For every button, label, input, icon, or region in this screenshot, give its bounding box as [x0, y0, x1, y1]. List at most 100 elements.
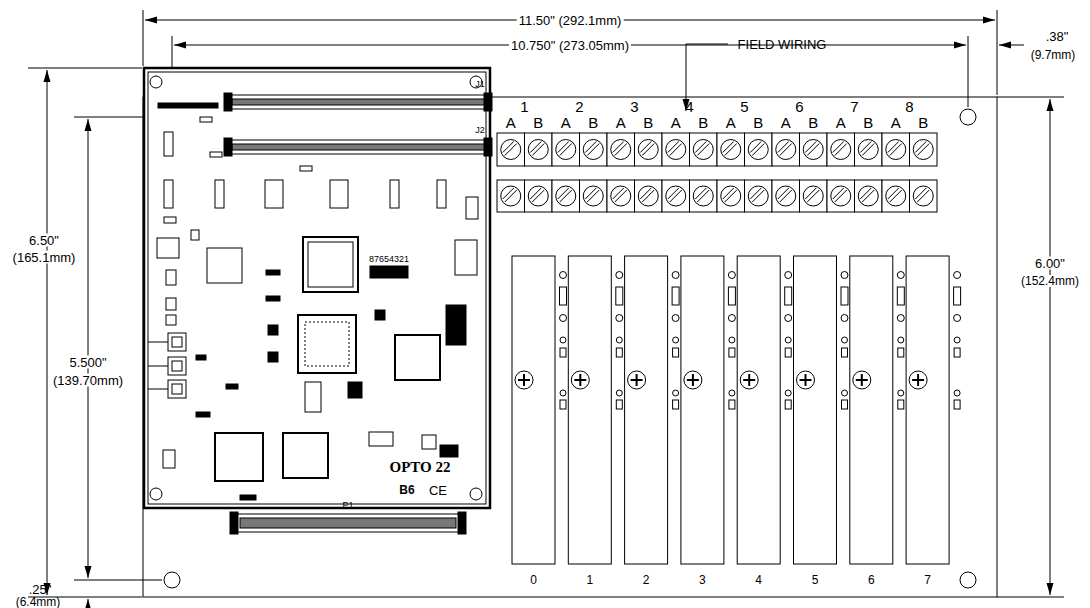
terminal-cell [800, 133, 828, 166]
screw-slot [587, 190, 599, 202]
led-hole [560, 400, 566, 409]
terminal-cell [635, 133, 663, 166]
led-hole [841, 272, 848, 279]
brand-label: OPTO 22 [390, 460, 451, 475]
screw-slot [530, 142, 541, 153]
screw-cross [748, 374, 750, 386]
screw-slot [778, 188, 789, 199]
screw-slot [670, 190, 682, 202]
screw-slot [697, 190, 709, 202]
fuse-slot [785, 287, 792, 305]
terminal-label: B [698, 115, 708, 130]
terminal-block [497, 133, 937, 212]
screw-slot [917, 144, 929, 156]
screw-cross [579, 374, 581, 386]
terminal-cell [827, 180, 855, 212]
led-hole [616, 400, 622, 409]
fuse-slot [672, 287, 679, 305]
terminal-screw [501, 186, 521, 206]
fuse-slot [560, 287, 567, 305]
screw-slot [805, 188, 816, 199]
terminal-cell [855, 180, 883, 212]
terminal-cell [690, 133, 718, 166]
screw-slot [585, 188, 596, 199]
screw-cross [636, 374, 638, 386]
terminal-label: B [863, 115, 873, 130]
terminal-screw [556, 140, 576, 160]
module-screw [515, 371, 533, 389]
dimension-lines [28, 10, 1064, 607]
terminal-screw [776, 140, 796, 160]
dimension-label: 10.750" (273.05mm) [509, 39, 631, 52]
led-hole [785, 337, 791, 343]
module-body [794, 256, 837, 564]
screw-cross [917, 374, 919, 386]
led-hole [560, 390, 566, 396]
fuse-slot [728, 287, 735, 305]
led-hole [560, 272, 567, 279]
terminal-cell [882, 133, 910, 166]
screw-slot [915, 142, 926, 153]
led-hole [842, 337, 848, 343]
led-hole [673, 337, 679, 343]
led-hole [898, 337, 904, 343]
led-hole [673, 400, 679, 409]
terminal-cell [580, 180, 608, 212]
screw-slot [750, 142, 761, 153]
screw-slot [862, 144, 874, 156]
screw-slot [532, 144, 544, 156]
dimension-label: 5.500" [67, 356, 108, 369]
led-hole [560, 337, 566, 343]
fuse-slot [841, 287, 848, 305]
terminal-cell [552, 133, 580, 166]
led-hole [954, 315, 961, 322]
terminal-screw [666, 186, 686, 206]
screw-slot [558, 188, 569, 199]
module-body [906, 256, 949, 564]
terminal-screw [776, 186, 796, 206]
terminal-cell [497, 180, 525, 212]
module-number: 1 [586, 574, 593, 586]
led-hole [560, 348, 566, 357]
led-hole [672, 315, 679, 322]
module-number: 7 [924, 574, 931, 586]
module-body [737, 256, 780, 564]
module-number: 5 [812, 574, 819, 586]
module-screw [740, 371, 758, 389]
screw-slot [532, 190, 544, 202]
channel-number: 5 [740, 99, 748, 114]
screw-slot [750, 188, 761, 199]
led-hole [673, 348, 679, 357]
dimension-label: .38" [1046, 30, 1069, 43]
dimension-label: 6.50" [27, 234, 61, 247]
screw-slot [613, 142, 624, 153]
dimension-label: .25" [29, 583, 52, 596]
terminal-screw [886, 140, 906, 160]
screw-slot [695, 188, 706, 199]
terminal-cell [745, 180, 773, 212]
led-hole [954, 348, 960, 357]
led-hole [560, 315, 567, 322]
fuse-slot [954, 287, 961, 305]
screw-slot [780, 190, 792, 202]
dimension-label: (165.1mm) [11, 251, 78, 264]
terminal-label: A [726, 115, 736, 130]
module-number: 0 [530, 574, 537, 586]
screw-slot [862, 190, 874, 202]
terminal-cell [772, 180, 800, 212]
screw-slot [587, 144, 599, 156]
led-hole [897, 272, 904, 279]
led-hole [785, 348, 791, 357]
screw-slot [805, 142, 816, 153]
screw-slot [860, 142, 871, 153]
terminal-label: A [616, 115, 626, 130]
terminal-label: B [918, 115, 928, 130]
terminal-cell [910, 133, 938, 166]
module-body [568, 256, 611, 564]
screw-slot [697, 144, 709, 156]
screw-slot [668, 188, 679, 199]
screw-slot [833, 142, 844, 153]
led-hole [785, 315, 792, 322]
screw-slot [807, 190, 819, 202]
screw-slot [833, 188, 844, 199]
